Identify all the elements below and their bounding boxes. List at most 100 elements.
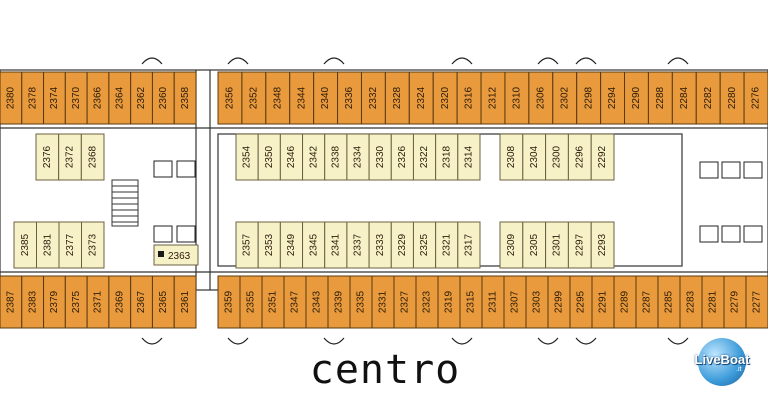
cabin-2304[interactable]: 2304: [522, 133, 547, 181]
cabin-2332[interactable]: 2332: [360, 71, 386, 125]
cabin-2287[interactable]: 2287: [635, 275, 659, 329]
cabin-2370[interactable]: 2370: [64, 71, 88, 125]
cabin-2335[interactable]: 2335: [349, 275, 373, 329]
cabin-2298[interactable]: 2298: [576, 71, 602, 125]
cabin-2359[interactable]: 2359: [217, 275, 241, 329]
cabin-2357[interactable]: 2357: [235, 221, 259, 269]
cabin-2305[interactable]: 2305: [522, 221, 547, 269]
cabin-2354[interactable]: 2354: [235, 133, 259, 181]
cabin-2328[interactable]: 2328: [384, 71, 410, 125]
cabin-2279[interactable]: 2279: [723, 275, 747, 329]
cabin-2345[interactable]: 2345: [302, 221, 326, 269]
cabin-2377[interactable]: 2377: [58, 221, 82, 269]
cabin-2344[interactable]: 2344: [289, 71, 315, 125]
cabin-2301[interactable]: 2301: [545, 221, 569, 269]
cabin-2381[interactable]: 2381: [36, 221, 60, 269]
cabin-2350[interactable]: 2350: [257, 133, 281, 181]
cabin-2325[interactable]: 2325: [412, 221, 437, 269]
cabin-2295[interactable]: 2295: [569, 275, 593, 329]
cabin-2307[interactable]: 2307: [503, 275, 527, 329]
cabin-2366[interactable]: 2366: [86, 71, 110, 125]
cabin-2352[interactable]: 2352: [241, 71, 267, 125]
cabin-2347[interactable]: 2347: [283, 275, 307, 329]
cabin-2309[interactable]: 2309: [499, 221, 524, 269]
cabin-2378[interactable]: 2378: [21, 71, 45, 125]
cabin-2284[interactable]: 2284: [671, 71, 697, 125]
cabin-2383[interactable]: 2383: [21, 275, 45, 329]
cabin-2291[interactable]: 2291: [591, 275, 615, 329]
cabin-2362[interactable]: 2362: [130, 71, 153, 125]
cabin-2331[interactable]: 2331: [371, 275, 395, 329]
cabin-2387[interactable]: 2387: [0, 275, 23, 329]
cabin-2290[interactable]: 2290: [624, 71, 649, 125]
cabin-2353[interactable]: 2353: [257, 221, 281, 269]
cabin-2320[interactable]: 2320: [432, 71, 458, 125]
cabin-2367[interactable]: 2367: [130, 275, 153, 329]
cabin-2289[interactable]: 2289: [613, 275, 637, 329]
cabin-2306[interactable]: 2306: [528, 71, 554, 125]
cabin-2349[interactable]: 2349: [279, 221, 304, 269]
cabin-2323[interactable]: 2323: [415, 275, 439, 329]
cabin-2277[interactable]: 2277: [745, 275, 768, 329]
cabin-2299[interactable]: 2299: [547, 275, 571, 329]
cabin-2315[interactable]: 2315: [459, 275, 483, 329]
cabin-2363[interactable]: 2363: [153, 244, 199, 266]
cabin-2375[interactable]: 2375: [64, 275, 88, 329]
cabin-2321[interactable]: 2321: [435, 221, 459, 269]
cabin-2364[interactable]: 2364: [108, 71, 132, 125]
cabin-2365[interactable]: 2365: [151, 275, 175, 329]
cabin-2310[interactable]: 2310: [504, 71, 530, 125]
cabin-2317[interactable]: 2317: [457, 221, 481, 269]
cabin-2368[interactable]: 2368: [80, 133, 105, 181]
cabin-2358[interactable]: 2358: [173, 71, 197, 125]
cabin-2303[interactable]: 2303: [525, 275, 549, 329]
cabin-2319[interactable]: 2319: [437, 275, 461, 329]
cabin-2372[interactable]: 2372: [58, 133, 82, 181]
cabin-2300[interactable]: 2300: [545, 133, 569, 181]
cabin-2293[interactable]: 2293: [590, 221, 615, 269]
cabin-2311[interactable]: 2311: [481, 275, 505, 329]
cabin-2334[interactable]: 2334: [346, 133, 370, 181]
cabin-2285[interactable]: 2285: [657, 275, 681, 329]
cabin-2296[interactable]: 2296: [567, 133, 592, 181]
cabin-2318[interactable]: 2318: [435, 133, 459, 181]
cabin-2297[interactable]: 2297: [567, 221, 592, 269]
cabin-2361[interactable]: 2361: [173, 275, 197, 329]
cabin-2355[interactable]: 2355: [239, 275, 263, 329]
cabin-2288[interactable]: 2288: [647, 71, 673, 125]
cabin-2343[interactable]: 2343: [305, 275, 329, 329]
cabin-2276[interactable]: 2276: [743, 71, 768, 125]
cabin-2280[interactable]: 2280: [719, 71, 745, 125]
cabin-2346[interactable]: 2346: [279, 133, 304, 181]
cabin-2340[interactable]: 2340: [313, 71, 339, 125]
cabin-2369[interactable]: 2369: [108, 275, 132, 329]
cabin-2360[interactable]: 2360: [151, 71, 175, 125]
cabin-2341[interactable]: 2341: [324, 221, 348, 269]
cabin-2327[interactable]: 2327: [393, 275, 417, 329]
cabin-2373[interactable]: 2373: [81, 221, 105, 269]
cabin-2371[interactable]: 2371: [86, 275, 110, 329]
cabin-2329[interactable]: 2329: [390, 221, 414, 269]
cabin-2302[interactable]: 2302: [552, 71, 578, 125]
cabin-2314[interactable]: 2314: [457, 133, 481, 181]
cabin-2316[interactable]: 2316: [456, 71, 482, 125]
cabin-2282[interactable]: 2282: [695, 71, 721, 125]
cabin-2348[interactable]: 2348: [265, 71, 291, 125]
cabin-2308[interactable]: 2308: [499, 133, 524, 181]
cabin-2339[interactable]: 2339: [327, 275, 351, 329]
cabin-2351[interactable]: 2351: [261, 275, 285, 329]
cabin-2324[interactable]: 2324: [408, 71, 434, 125]
cabin-2385[interactable]: 2385: [13, 221, 37, 269]
cabin-2338[interactable]: 2338: [324, 133, 348, 181]
cabin-2379[interactable]: 2379: [43, 275, 66, 329]
cabin-2356[interactable]: 2356: [217, 71, 243, 125]
cabin-2294[interactable]: 2294: [600, 71, 626, 125]
cabin-2322[interactable]: 2322: [412, 133, 437, 181]
cabin-2283[interactable]: 2283: [679, 275, 703, 329]
cabin-2292[interactable]: 2292: [590, 133, 615, 181]
cabin-2326[interactable]: 2326: [390, 133, 414, 181]
cabin-2376[interactable]: 2376: [35, 133, 60, 181]
cabin-2374[interactable]: 2374: [43, 71, 66, 125]
cabin-2312[interactable]: 2312: [480, 71, 506, 125]
cabin-2281[interactable]: 2281: [701, 275, 725, 329]
